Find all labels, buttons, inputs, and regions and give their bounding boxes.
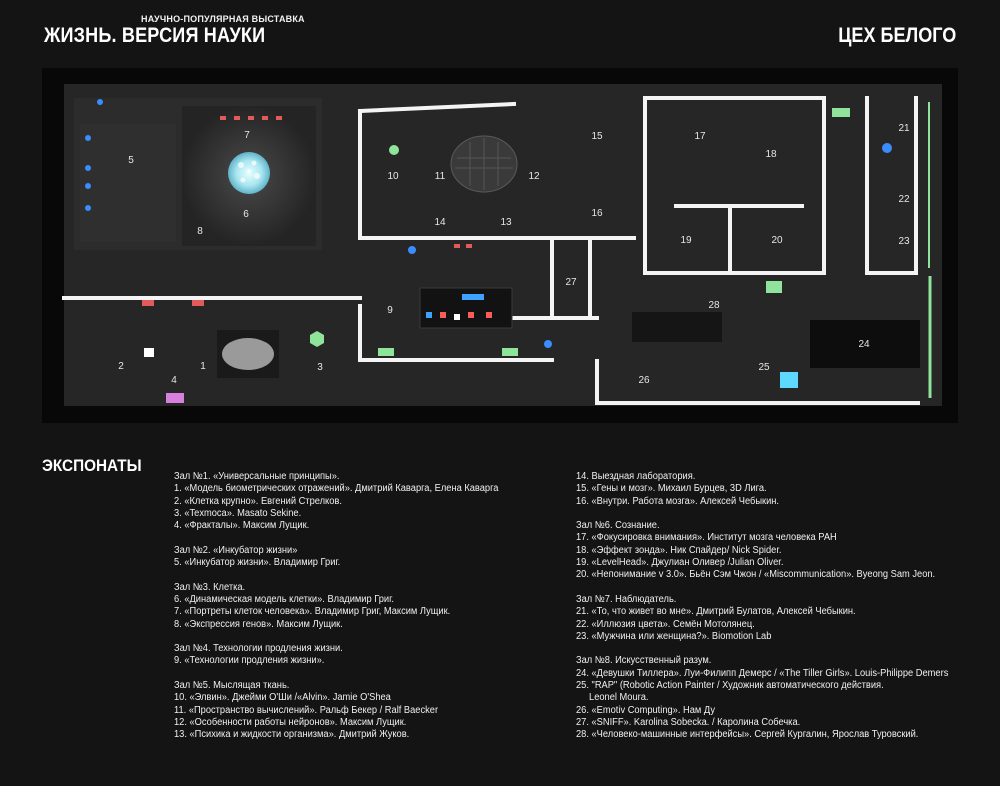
exhibits-list-left: Зал №1. «Универсальные принципы». 1. «Мо… [174,471,527,742]
exhibit-item: 7. «Портреты клеток человека». Владимир … [174,606,451,618]
exhibit-item: 20. «Непонимание v 3.0». Бьён Сэм Чжон /… [576,569,936,581]
room-label-13: 13 [500,217,512,228]
rap-canvas [780,372,798,388]
room-label-14: 14 [434,217,446,228]
exhibit-item: 22. «Иллюзия цвета». Семён Мотолянец. [576,618,755,630]
life-extension-screens [426,294,492,320]
floor-plan-drawing: 1 2 3 4 5 6 7 8 9 10 11 12 13 14 15 16 1… [62,84,942,406]
exhibit-item: 27. «SNIFF». Karolina Sobecka. / Каролин… [576,716,801,728]
blue-spots [85,99,892,348]
biometric-reflections-model [222,338,274,370]
exhibit-group: 14. Выездная лаборатория. 15. «Гены и мо… [576,471,967,508]
exhibit-item: 8. «Экспрессия генов». Максим Лущик. [174,618,343,630]
exhibit-item: 10. «Элвин». Джейми О'Ши /«Alvin». Jamie… [174,692,391,704]
room-label-3: 3 [317,362,323,373]
exhibit-item: 11. «Пространство вычислений». Ральф Бек… [174,704,439,716]
room-label-23: 23 [898,236,910,247]
exhibit-group: Зал №3. Клетка. 6. «Динамическая модель … [174,582,527,631]
exhibit-group: Зал №1. «Универсальные принципы». 1. «Мо… [174,471,527,532]
exhibit-item: 4. «Фракталы». Максим Лущик. [174,520,310,532]
exhibit-item: 24. «Девушки Тиллера». Луи-Филипп Демерс… [576,667,949,679]
floor-plan: 1 2 3 4 5 6 7 8 9 10 11 12 13 14 15 16 1… [42,68,958,423]
room-label-2: 2 [118,361,124,372]
exhibit-item: 28. «Человеко-машинные интерфейсы». Серг… [576,729,919,741]
hall-title: Зал №4. Технологии продления жизни. [174,643,343,655]
hall-title: Зал №5. Мыслящая ткань. [174,680,290,692]
exhibit-group: Зал №7. Наблюдатель. 21. «То, что живет … [576,594,967,643]
exhibit-item: 2. «Клетка крупно». Евгений Стрелков. [174,495,342,507]
hall-title: Зал №2. «Инкубатор жизни» [174,544,298,556]
exhibit-item: 26. «Emotiv Computing». Нам Ду [576,704,716,716]
exhibit-item: 19. «LevelHead». Джулиан Оливер /Julian … [576,557,784,569]
green-lights [310,108,850,356]
room-label-26: 26 [638,375,650,386]
exhibit-item: 21. «То, что живет во мне». Дмитрий Була… [576,606,856,618]
cell-model-spots [238,160,260,183]
exhibit-item: 25. "RAP" (Robotic Action Painter / Худо… [576,680,884,692]
room-5-hall [80,124,176,242]
exhibits-list-right: 14. Выездная лаборатория. 15. «Гены и мо… [576,471,967,742]
exhibit-group: Зал №6. Сознание. 17. «Фокусировка внима… [576,520,967,581]
exhibit-group: Зал №5. Мыслящая ткань. 10. «Элвин». Дже… [174,680,527,741]
hall-title: Зал №7. Наблюдатель. [576,593,677,605]
exhibit-item: 5. «Инкубатор жизни». Владимир Григ. [174,557,341,569]
exhibit-item: 13. «Психика и жидкости организма». Дмит… [174,729,410,741]
room-label-18: 18 [765,149,777,160]
room-label-19: 19 [680,235,692,246]
room-label-16: 16 [591,208,603,219]
exhibition-subtitle: НАУЧНО-ПОПУЛЯРНАЯ ВЫСТАВКА [141,14,305,24]
hall-title: Зал №3. Клетка. [174,581,246,593]
exhibit-item: 9. «Технологии продления жизни». [174,655,325,667]
walls [62,96,920,405]
exhibit-group: Зал №2. «Инкубатор жизни» 5. «Инкубатор … [174,545,527,570]
exhibit-item-continuation: Leonel Moura. [589,692,649,704]
venue-title: ЦЕХ БЕЛОГО [837,24,956,47]
exhibit-item: 3. «Texmoca». Masato Sekine. [174,507,302,519]
exhibit-item: 23. «Мужчина или женщина?». Biomotion La… [576,630,772,642]
room-label-5: 5 [128,155,134,166]
room-label-21: 21 [898,123,910,134]
exhibit-item: 16. «Внутри. Работа мозга». Алексей Чебы… [576,495,780,507]
room-label-1: 1 [200,361,206,372]
room-label-7: 7 [244,130,250,141]
exhibition-title: ЖИЗНЬ. ВЕРСИЯ НАУКИ [44,24,266,47]
exhibit-item: 18. «Эффект зонда». Ник Спайдер/ Nick Sp… [576,544,782,556]
room-labels: 1 2 3 4 5 6 7 8 9 10 11 12 13 14 15 16 1… [118,123,910,386]
computation-space-grid [455,138,513,190]
exhibit-item: 17. «Фокусировка внимания». Институт моз… [576,532,837,544]
room-label-28: 28 [708,300,720,311]
exhibit-group: Зал №4. Технологии продления жизни. 9. «… [174,643,527,668]
robot-painter-area [632,312,722,342]
room-label-6: 6 [243,209,249,220]
red-panels [142,116,472,306]
room-label-25: 25 [758,362,770,373]
exhibits-heading: ЭКСПОНАТЫ [42,456,142,475]
cell-closeup-screen [144,348,154,357]
room-label-4: 4 [171,375,177,386]
room-label-17: 17 [694,131,706,142]
exhibit-item: 1. «Модель биометрических отражений». Дм… [174,483,499,495]
hall-title: Зал №6. Сознание. [576,520,660,532]
exhibit-item: 6. «Динамическая модель клетки». Владими… [174,593,394,605]
room-label-22: 22 [898,194,910,205]
room-label-10: 10 [387,171,399,182]
exhibit-item: 14. Выездная лаборатория. [576,471,696,482]
tiller-girls-area [810,320,920,368]
exhibit-group: Зал №8. Искусственный разум. 24. «Девушк… [576,655,967,741]
room-label-24: 24 [858,339,870,350]
room-label-27: 27 [565,277,577,288]
exhibit-item: 12. «Особенности работы нейронов». Макси… [174,716,407,728]
fractals-panel [166,393,184,403]
room-label-12: 12 [528,171,540,182]
room-label-20: 20 [771,235,783,246]
exhibit-item: 15. «Гены и мозг». Михаил Бурцев, 3D Лиг… [576,483,767,495]
room-label-15: 15 [591,131,603,142]
room-label-8: 8 [197,226,203,237]
hall-title: Зал №1. «Универсальные принципы». [174,471,340,482]
hall-title: Зал №8. Искусственный разум. [576,655,712,667]
room-label-9: 9 [387,305,393,316]
room-label-11: 11 [435,171,446,182]
